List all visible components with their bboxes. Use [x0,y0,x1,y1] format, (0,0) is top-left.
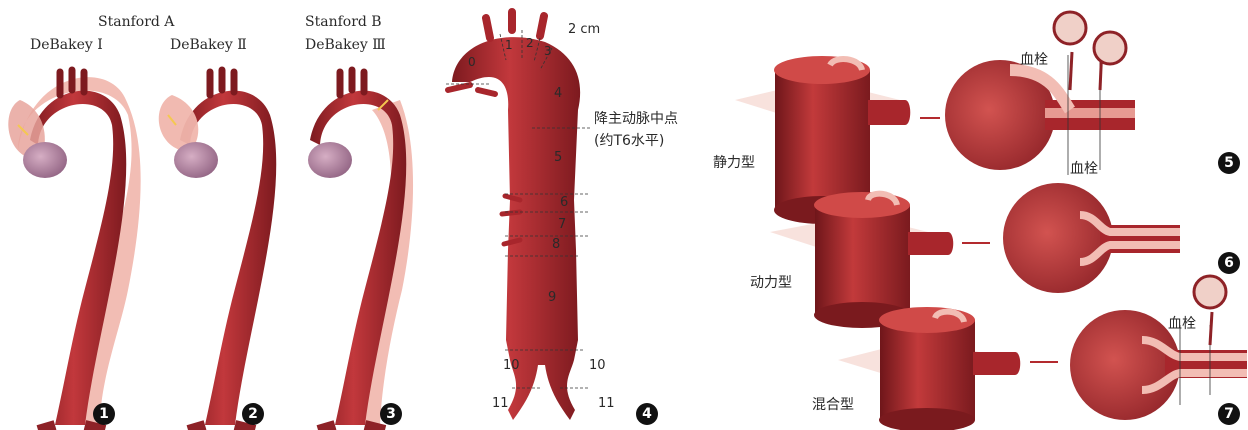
panel5-number-badge: 5 [1218,152,1240,174]
zone-5-label: 5 [554,150,562,165]
mixed-type-label: 混合型 [812,394,854,414]
zone-6-label: 6 [560,195,568,210]
panel2-number-badge: 2 [242,403,264,425]
panel4-unit-label: 2 cm [568,22,600,37]
panel7-thrombus-label: 血栓 [1168,313,1196,333]
panel2-debakey-label: DeBakey Ⅱ [170,37,247,53]
zone-0-label: 0 [468,55,476,69]
zone-10-left-label: 10 [503,358,520,373]
zone-10-right-label: 10 [589,358,606,373]
zone-7-label: 7 [558,217,566,232]
panel6-number-badge: 6 [1218,252,1240,274]
zone-8-label: 8 [552,237,560,252]
panel3-stanford-label: Stanford B [305,14,382,30]
dynamic-type-label: 动力型 [750,272,792,292]
midpoint-level-label: (约T6水平) [594,130,664,150]
zone-2-label: 2 [526,36,534,50]
zone-11-right-label: 11 [598,396,615,411]
zone-11-left-label: 11 [492,396,509,411]
zone-9-label: 9 [548,290,556,305]
thrombus-top-label: 血栓 [1020,49,1048,69]
zone-4-label: 4 [554,86,562,101]
panel6-dynamic-type-illustration [770,183,1180,328]
panel3-aorta-illustration [308,70,413,430]
midpoint-label: 降主动脉中点 [594,108,678,128]
panel4-number-badge: 4 [636,403,658,425]
panel3-number-badge: 3 [380,403,402,425]
static-type-label: 静力型 [713,152,755,172]
panel3-debakey-label: DeBakey Ⅲ [305,37,386,53]
zone-3-label: 3 [544,44,552,58]
zone-1-label: 1 [505,38,513,52]
thrombus-bottom-label: 血栓 [1070,158,1098,178]
panel1-debakey-label: DeBakey Ⅰ [30,37,103,53]
panel1-number-badge: 1 [93,403,115,425]
panel7-number-badge: 7 [1218,403,1240,425]
panel1-stanford-label: Stanford A [98,14,174,30]
panel1-aorta-illustration [8,70,140,430]
panel2-aorta-illustration [159,70,276,430]
